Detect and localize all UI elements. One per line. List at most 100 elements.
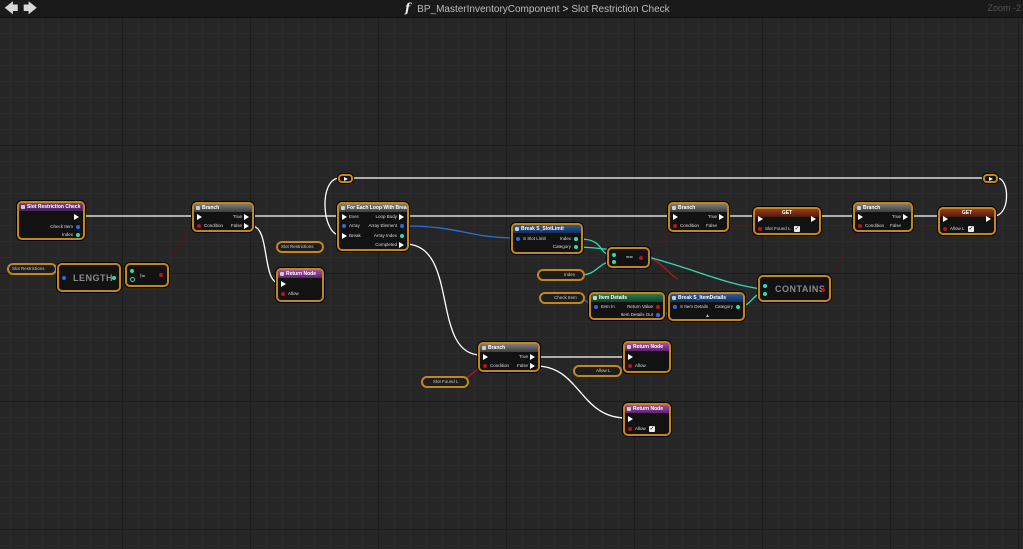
reroute-pin[interactable] <box>989 177 993 181</box>
true-pin[interactable] <box>719 214 724 220</box>
check-item-pin[interactable] <box>76 225 80 229</box>
branch-node[interactable]: Branch True Condition False <box>478 342 540 372</box>
category-out-pin[interactable] <box>574 245 578 249</box>
get-node[interactable]: GET Allow L ✓ <box>938 207 996 235</box>
check-item-variable[interactable]: Check Item <box>539 292 585 304</box>
exec-out-pin[interactable] <box>74 214 79 220</box>
a-pin[interactable] <box>612 253 616 257</box>
category-out-pin[interactable] <box>736 305 740 309</box>
exec-in-pin[interactable] <box>758 216 763 222</box>
array-index-pin[interactable] <box>400 234 404 238</box>
b-pin[interactable] <box>612 260 616 264</box>
allow-pin[interactable] <box>628 364 632 368</box>
target-pin[interactable] <box>758 227 762 231</box>
completed-pin[interactable] <box>399 242 404 248</box>
exec-in-pin[interactable] <box>943 216 948 222</box>
true-pin[interactable] <box>244 214 249 220</box>
false-pin[interactable] <box>244 223 249 229</box>
node-title: GET <box>940 209 994 217</box>
condition-pin[interactable] <box>483 364 487 368</box>
reroute-node[interactable] <box>983 174 998 183</box>
not-equal-node[interactable]: != <box>125 263 169 287</box>
slot-limit-pin[interactable] <box>516 237 520 241</box>
breadcrumb-parent[interactable]: BP_MasterInventoryComponent <box>417 4 560 15</box>
for-each-loop-with-break-node[interactable]: For Each Loop With Break Exec Array Brea… <box>337 202 409 251</box>
item-in-pin[interactable] <box>594 305 598 309</box>
breadcrumb-separator: > <box>562 4 569 15</box>
exec-out-pin[interactable] <box>986 216 991 222</box>
return-pin[interactable] <box>159 273 163 277</box>
exec-out-pin[interactable] <box>811 216 816 222</box>
condition-pin[interactable] <box>858 224 862 228</box>
allow-pin[interactable] <box>281 292 285 296</box>
branch-node[interactable]: Branch True Condition False <box>668 202 729 232</box>
branch-node[interactable]: Branch True Condition False <box>192 202 254 232</box>
exec-in-pin[interactable] <box>342 214 347 220</box>
return-node[interactable]: Return Node Allow <box>623 341 671 373</box>
loop-body-pin[interactable] <box>399 214 404 220</box>
loop-body-label: Loop Body <box>375 214 397 219</box>
index-pin[interactable] <box>76 233 80 237</box>
checkbox-icon[interactable]: ✓ <box>968 226 974 232</box>
condition-pin[interactable] <box>197 224 201 228</box>
exec-in-pin[interactable] <box>628 354 633 360</box>
exec-in-pin[interactable] <box>673 214 678 220</box>
true-pin[interactable] <box>903 214 908 220</box>
exec-in-pin[interactable] <box>628 416 633 422</box>
contains-node[interactable]: CONTAINS <box>758 275 831 302</box>
a-pin[interactable] <box>130 269 134 273</box>
true-pin[interactable] <box>530 354 535 360</box>
branch-node[interactable]: Branch True Condition False <box>853 202 913 232</box>
array-element-pin[interactable] <box>400 224 404 228</box>
checkbox-icon[interactable]: ✓ <box>794 226 800 232</box>
exec-wire <box>404 243 482 356</box>
equal-node[interactable]: == <box>607 247 650 268</box>
function-entry-node[interactable]: Slot Restriction Check Check Item Index <box>17 201 85 240</box>
break-pin[interactable] <box>342 233 347 239</box>
return-pin[interactable] <box>639 256 643 260</box>
index-variable[interactable]: Index <box>537 269 585 281</box>
b-pin[interactable] <box>130 277 135 282</box>
break-slot-limit-node[interactable]: Break S_SlotLimit S Slot Limit Index Cat… <box>511 223 583 254</box>
back-arrow-icon[interactable]: 🡄 <box>4 0 19 16</box>
index-out-pin[interactable] <box>574 237 578 241</box>
reroute-node[interactable] <box>338 174 353 183</box>
false-pin[interactable] <box>530 363 535 369</box>
return-value-pin[interactable] <box>656 305 660 309</box>
allow-pin[interactable] <box>628 427 632 431</box>
allow-variable[interactable]: Allow L <box>573 365 622 377</box>
exec-in-pin[interactable] <box>858 214 863 220</box>
reroute-pin[interactable] <box>344 177 348 181</box>
exec-in-pin[interactable] <box>281 281 286 287</box>
forward-arrow-icon[interactable]: 🡆 <box>23 0 38 16</box>
array-in-pin[interactable] <box>763 284 767 288</box>
item-in-pin[interactable] <box>763 292 767 296</box>
array-in-pin[interactable] <box>62 276 66 280</box>
slot-restrictions-variable[interactable]: Slot Restrictions <box>276 241 324 253</box>
exec-label: Exec <box>349 214 360 219</box>
array-pin[interactable] <box>342 224 346 228</box>
return-node[interactable]: Return Node Allow ✓ <box>623 403 671 436</box>
false-pin[interactable] <box>903 223 908 229</box>
exec-in-pin[interactable] <box>197 214 202 220</box>
condition-pin[interactable] <box>673 224 677 228</box>
length-node[interactable]: LENGTH <box>57 263 121 292</box>
expand-icon[interactable]: ▲ <box>705 313 710 319</box>
exec-in-pin[interactable] <box>483 354 488 360</box>
target-pin[interactable] <box>943 227 947 231</box>
return-node[interactable]: Return Node Allow <box>276 268 324 302</box>
slot-found-variable[interactable]: Slot Found L <box>421 376 469 388</box>
item-details-out-pin[interactable] <box>656 313 660 317</box>
slot-restrictions-variable[interactable]: Slot Restrictions <box>7 263 57 275</box>
get-node[interactable]: GET Slot Found L ✓ <box>753 207 821 235</box>
category-label: Category <box>552 244 571 249</box>
false-pin[interactable] <box>719 223 724 229</box>
return-pin[interactable] <box>821 288 825 292</box>
break-item-details-node[interactable]: Break S_ItemDetails S Item Details Categ… <box>668 292 745 321</box>
item-details-node[interactable]: Item Details Item In Return Value Item D… <box>589 292 665 320</box>
get-label: Allow L <box>950 226 965 231</box>
length-out-pin[interactable] <box>112 276 116 280</box>
item-details-in-pin[interactable] <box>673 305 677 309</box>
checkbox-icon[interactable]: ✓ <box>649 426 655 432</box>
false-label: False <box>516 363 528 368</box>
